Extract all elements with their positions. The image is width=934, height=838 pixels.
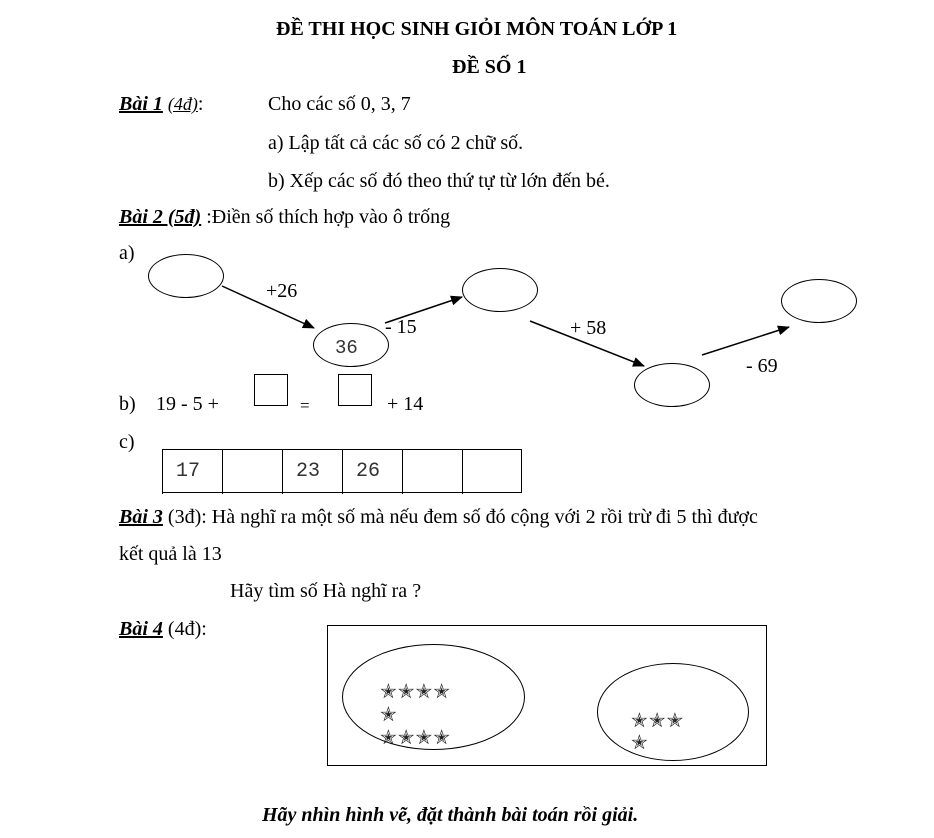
arrow-1 xyxy=(221,285,315,329)
bai3-question: Hãy tìm số Hà nghĩ ra ? xyxy=(230,580,422,602)
op-minus-69: - 69 xyxy=(746,355,778,377)
sequence-cell: 17 xyxy=(162,450,222,494)
answer-oval-3[interactable] xyxy=(634,363,710,407)
arrow-4 xyxy=(701,325,790,356)
bai3-line1: Bài 3 (3đ): Hà nghĩ ra một số mà nếu đem… xyxy=(119,507,758,527)
sequence-cell-empty[interactable] xyxy=(462,450,522,494)
star-icon-row: ✭✭✭✭ xyxy=(380,725,452,749)
bai4-picture-frame: ✭✭✭✭ ✭ ✭✭✭✭ ✭✭✭ ✭ xyxy=(327,625,767,766)
sequence-table: 17 23 26 xyxy=(162,449,522,494)
sequence-cell-empty[interactable] xyxy=(402,450,462,494)
bai3-label: Bài 3 xyxy=(119,506,163,528)
bai3-text1: (3đ): Hà nghĩ ra một số mà nếu đem số đó… xyxy=(162,506,758,528)
answer-oval-2[interactable] xyxy=(462,268,538,312)
bai4-heading: Bài 4 (4đ): xyxy=(119,619,207,639)
bai2-b-part1: 19 - 5 + xyxy=(156,393,219,415)
exam-title: ĐỀ THI HỌC SINH GIỎI MÔN TOÁN LỚP 1 xyxy=(276,18,678,40)
op-plus-26: +26 xyxy=(266,280,298,302)
bai2-c-label: c) xyxy=(119,431,135,453)
left-group-ellipse xyxy=(342,644,525,750)
bai4-instruction: Hãy nhìn hình vẽ, đặt thành bài toán rồi… xyxy=(262,804,639,826)
right-group-ellipse xyxy=(597,663,749,761)
bai2-b-equals: = xyxy=(300,396,310,415)
bai2-label: Bài 2 (5đ) xyxy=(119,206,202,228)
op-plus-58: + 58 xyxy=(570,317,607,339)
sequence-cell: 26 xyxy=(342,450,402,494)
star-icon-row: ✭✭✭✭ xyxy=(380,679,452,703)
bai2-instruction: :Điền số thích hợp vào ô trống xyxy=(201,206,451,228)
bai2-a-label: a) xyxy=(119,242,135,264)
op-minus-15: - 15 xyxy=(385,316,417,338)
answer-box-2[interactable] xyxy=(338,374,372,406)
arrow-2 xyxy=(384,295,463,324)
bai4-label: Bài 4 xyxy=(119,618,163,640)
bai1-colon: : xyxy=(197,93,204,115)
star-icon-row: ✭✭✭ xyxy=(631,708,685,732)
arrow-3 xyxy=(529,320,645,367)
sequence-cell-empty[interactable] xyxy=(222,450,282,494)
answer-box-1[interactable] xyxy=(254,374,288,406)
star-icon-row: ✭ xyxy=(380,702,398,726)
bai2-heading: Bài 2 (5đ) :Điền số thích hợp vào ô trốn… xyxy=(119,207,450,227)
bai2-b-label: b) xyxy=(119,393,136,415)
bai1-heading: Bài 1 (4đ): xyxy=(119,94,203,114)
exam-number: ĐỀ SỐ 1 xyxy=(452,56,527,78)
bai1-intro: Cho các số 0, 3, 7 xyxy=(268,93,411,115)
start-oval xyxy=(313,323,389,367)
bai3-line2: kết quả là 13 xyxy=(119,543,222,565)
bai4-points: (4đ): xyxy=(162,618,207,640)
answer-oval-4[interactable] xyxy=(781,279,857,323)
bai2-b-part2: + 14 xyxy=(387,393,424,415)
bai1-part-b: b) Xếp các số đó theo thứ tự từ lớn đến … xyxy=(268,170,610,192)
bai1-points: (4đ) xyxy=(167,94,198,114)
bai1-label: Bài 1 xyxy=(119,93,163,115)
answer-oval-1[interactable] xyxy=(148,254,224,298)
start-value: 36 xyxy=(335,337,358,359)
bai1-part-a: a) Lập tất cả các số có 2 chữ số. xyxy=(268,132,524,154)
sequence-cell: 23 xyxy=(282,450,342,494)
star-icon-row: ✭ xyxy=(631,730,649,754)
